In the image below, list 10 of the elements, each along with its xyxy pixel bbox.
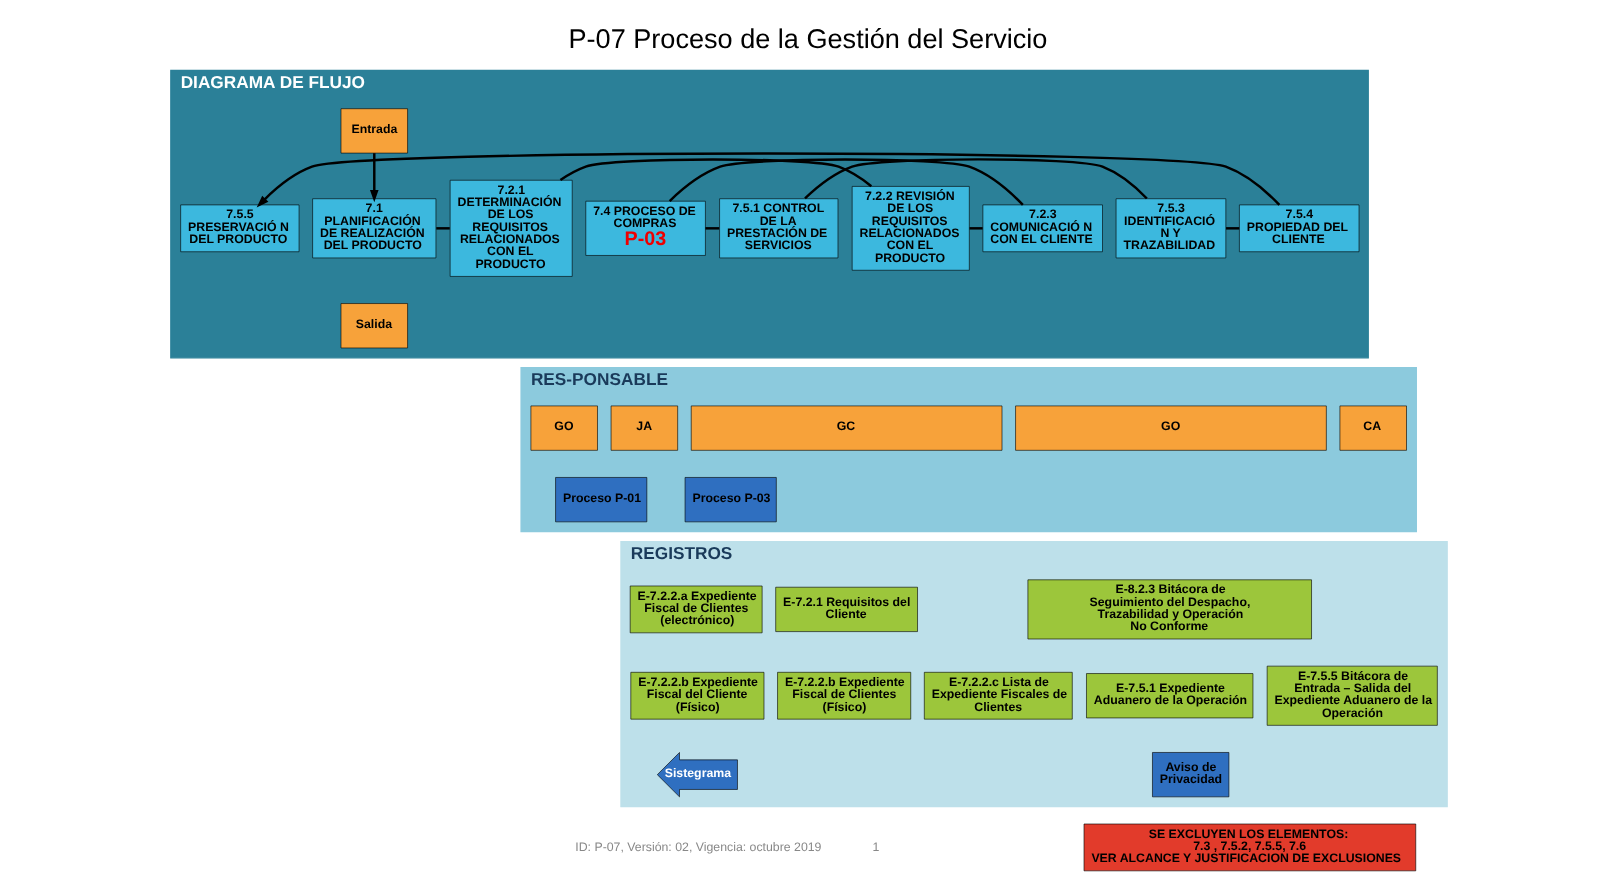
connector: [436, 227, 450, 230]
connector: [559, 158, 873, 188]
arrow: [256, 152, 1281, 208]
connector: [804, 158, 1148, 200]
diagram-title: P-07 Proceso de la Gestión del Servicio: [568, 23, 1048, 54]
connector: [969, 227, 983, 230]
connector: [668, 158, 1024, 206]
connector: [705, 227, 720, 230]
connector: [1226, 227, 1240, 230]
arrow: [369, 153, 379, 203]
